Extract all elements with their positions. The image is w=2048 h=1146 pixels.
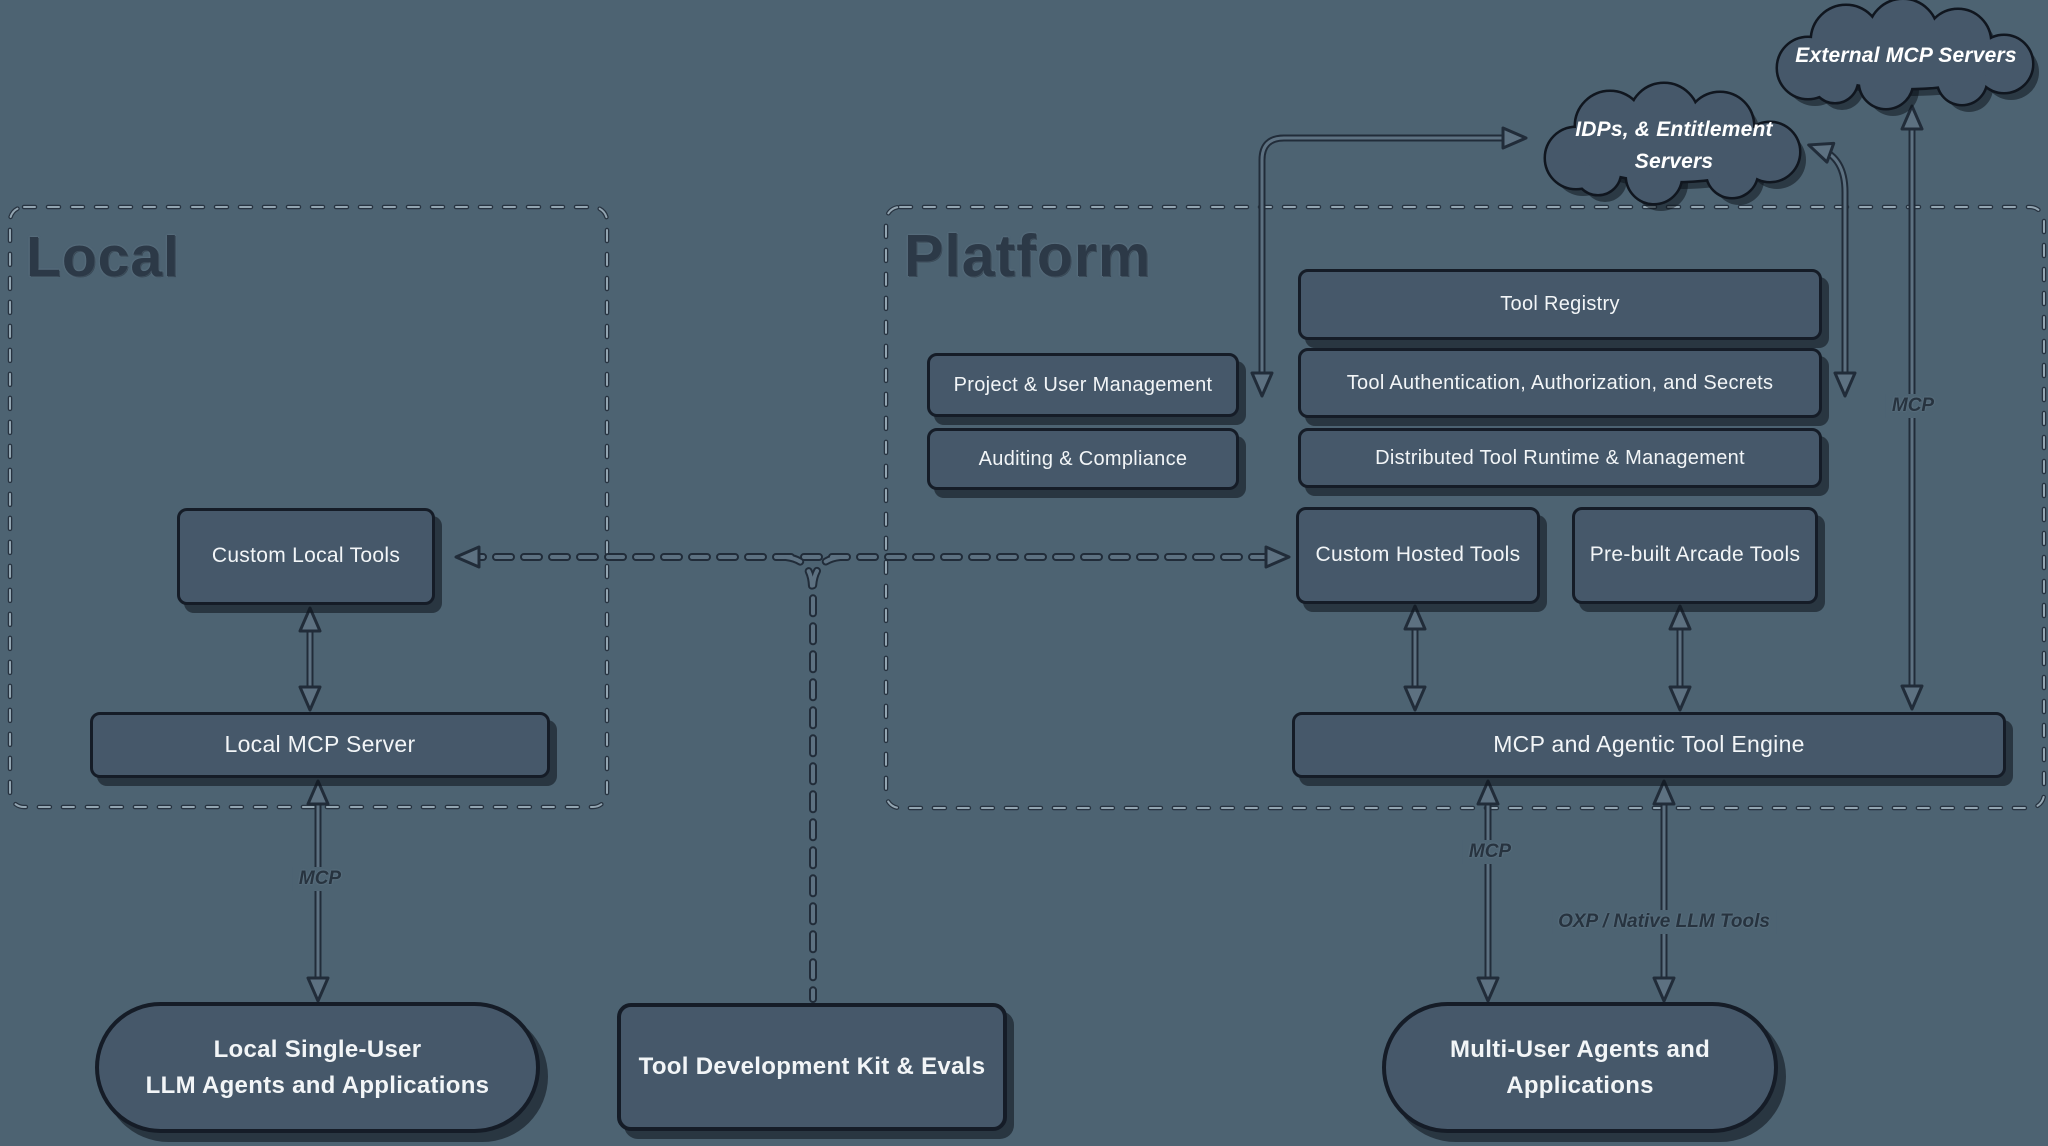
platform-container-title: Platform — [904, 223, 1152, 289]
node-local-mcp-server: Local MCP Server — [90, 712, 550, 778]
node-prebuilt-arcade-tools-label: Pre-built Arcade Tools — [1589, 543, 1801, 567]
node-local-single-user-line1: Local Single-User — [213, 1035, 422, 1063]
node-local-single-user-agents-label: Local Single-User LLM Agents and Applica… — [99, 1032, 536, 1104]
node-custom-local-tools: Custom Local Tools — [177, 508, 435, 605]
node-distributed-tool-runtime-label: Distributed Tool Runtime & Management — [1375, 446, 1745, 469]
node-custom-hosted-tools: Custom Hosted Tools — [1296, 507, 1540, 604]
node-multi-user-agents-line1: Multi-User Agents and — [1449, 1035, 1711, 1063]
node-multi-user-agents: Multi-User Agents and Applications — [1382, 1002, 1778, 1133]
node-project-user-management-label: Project & User Management — [953, 373, 1213, 396]
node-multi-user-agents-label: Multi-User Agents and Applications — [1386, 1032, 1774, 1104]
edge-label-mcp-external: MCP — [1885, 394, 1941, 418]
node-tool-registry: Tool Registry — [1298, 269, 1822, 340]
node-local-mcp-server-label: Local MCP Server — [224, 731, 416, 758]
node-tool-development-kit-label: Tool Development Kit & Evals — [638, 1052, 986, 1080]
node-auditing-compliance-label: Auditing & Compliance — [978, 447, 1188, 470]
node-tool-registry-label: Tool Registry — [1500, 293, 1620, 315]
node-distributed-tool-runtime: Distributed Tool Runtime & Management — [1298, 428, 1822, 488]
node-custom-local-tools-label: Custom Local Tools — [211, 544, 401, 568]
node-mcp-agentic-tool-engine-label: MCP and Agentic Tool Engine — [1493, 731, 1805, 758]
dashed-edges — [454, 545, 1291, 1003]
node-custom-hosted-tools-label: Custom Hosted Tools — [1315, 543, 1521, 567]
node-project-user-management: Project & User Management — [927, 353, 1239, 417]
idps-cloud-label: IDPs, & Entitlement Servers — [1554, 114, 1794, 177]
idps-cloud — [1543, 81, 1806, 211]
edge-label-mcp-multi: MCP — [1462, 840, 1518, 864]
edge-label-oxp-native-llm-tools: OXP / Native LLM Tools — [1552, 910, 1776, 934]
node-tool-authentication-label: Tool Authentication, Authorization, and … — [1346, 371, 1774, 394]
external-mcp-cloud-label: External MCP Servers — [1795, 44, 2017, 67]
node-auditing-compliance: Auditing & Compliance — [927, 428, 1239, 490]
node-tool-development-kit: Tool Development Kit & Evals — [617, 1003, 1007, 1131]
idps-cloud-label-line2: Servers — [1634, 149, 1714, 173]
node-mcp-agentic-tool-engine: MCP and Agentic Tool Engine — [1292, 712, 2006, 778]
node-multi-user-agents-line2: Applications — [1506, 1071, 1654, 1099]
idps-cloud-label-line1: IDPs, & Entitlement — [1575, 118, 1773, 141]
node-local-single-user-line2: LLM Agents and Applications — [145, 1071, 490, 1099]
node-local-single-user-agents: Local Single-User LLM Agents and Applica… — [95, 1002, 540, 1133]
node-tool-authentication: Tool Authentication, Authorization, and … — [1298, 348, 1822, 418]
local-container-title: Local — [26, 225, 180, 289]
node-prebuilt-arcade-tools: Pre-built Arcade Tools — [1572, 507, 1818, 604]
external-mcp-cloud — [1775, 0, 2039, 116]
edge-label-mcp-local: MCP — [292, 867, 348, 891]
